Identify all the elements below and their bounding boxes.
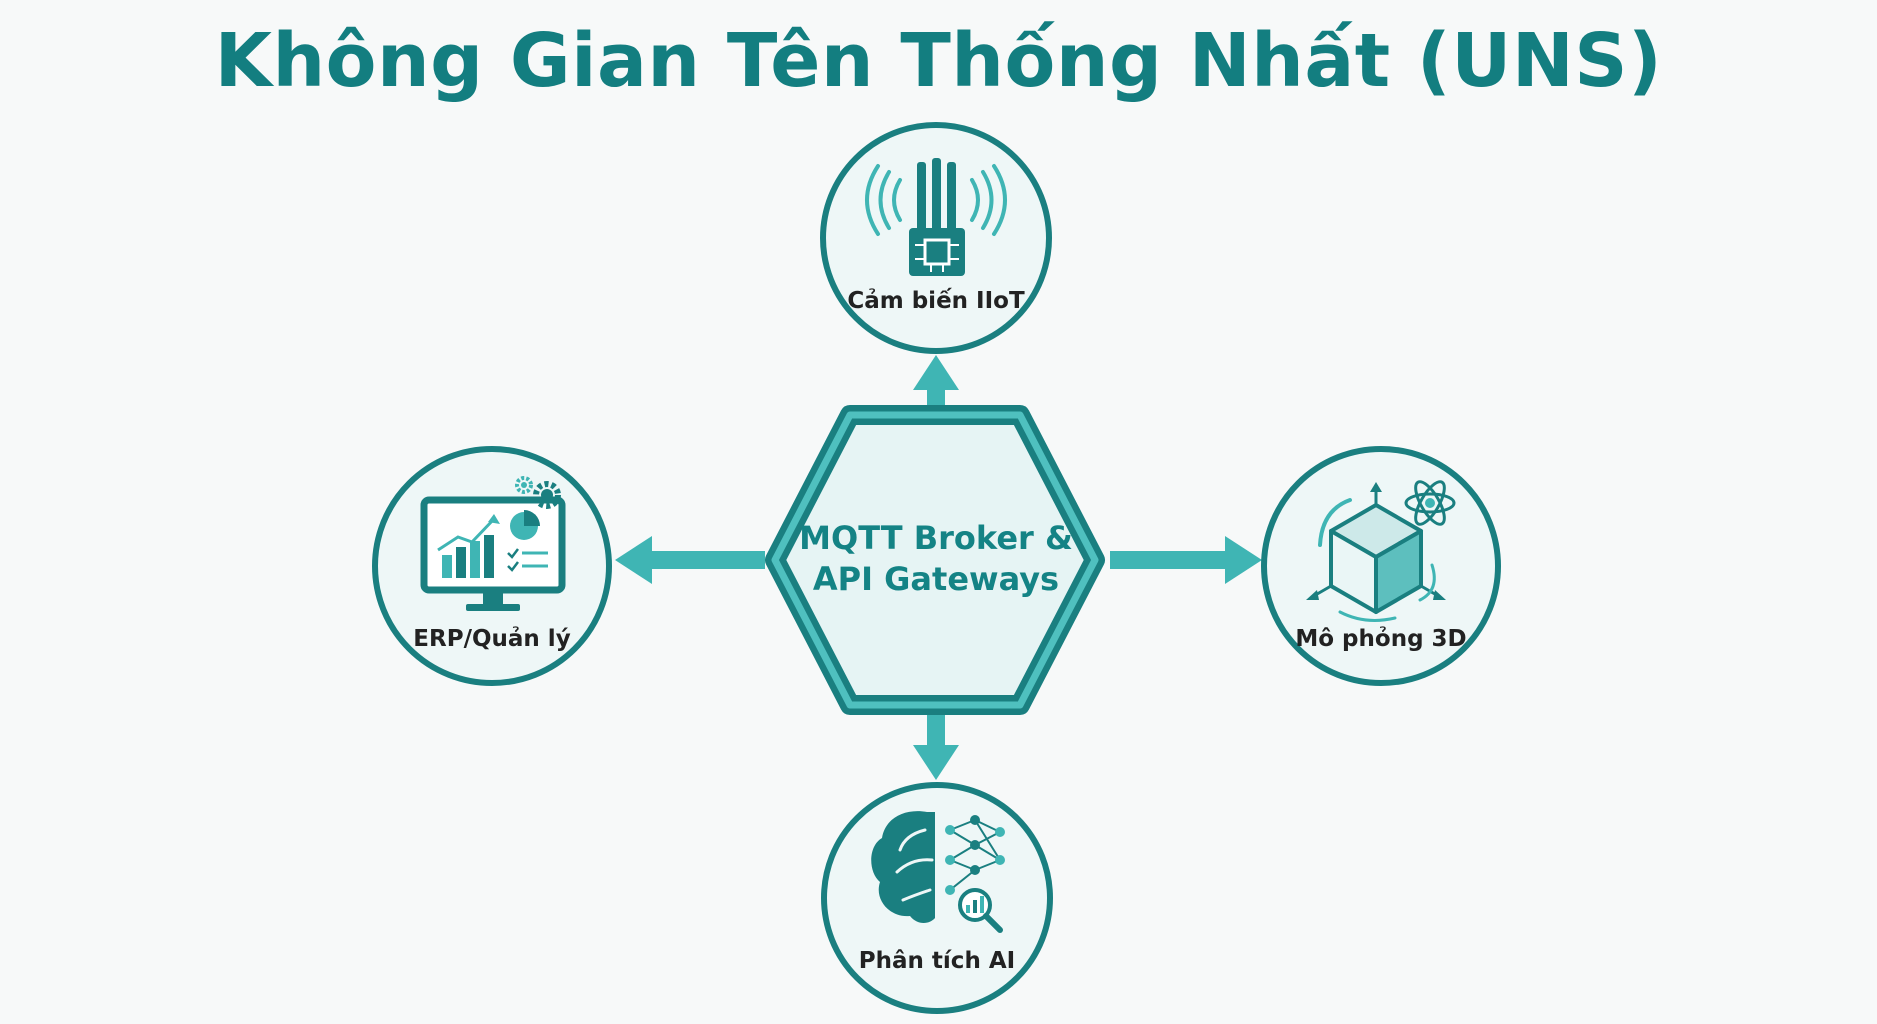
node-3d-simulation: Mô phỏng 3D <box>1261 446 1501 686</box>
arrow-to-right <box>1110 536 1262 584</box>
hub-hexagon: MQTT Broker & API Gateways <box>765 405 1105 715</box>
node-erp: ERP/Quản lý <box>372 446 612 686</box>
diagram-title: Không Gian Tên Thống Nhất (UNS) <box>214 18 1663 104</box>
erp-dashboard-icon <box>420 476 566 611</box>
node-label-erp: ERP/Quản lý <box>413 626 570 652</box>
node-label-ai: Phân tích AI <box>859 948 1015 974</box>
ai-analytics-icon <box>871 811 1005 933</box>
3d-simulation-icon <box>1306 480 1456 622</box>
arrow-to-left <box>615 536 765 584</box>
node-label-iiot: Cảm biến IIoT <box>847 287 1025 314</box>
node-iiot-sensor: Cảm biến IIoT <box>820 122 1052 354</box>
iiot-sensor-icon <box>865 158 1007 276</box>
hub-label-line1: MQTT Broker & <box>799 519 1073 557</box>
node-label-3d: Mô phỏng 3D <box>1295 626 1466 652</box>
hub-label-line2: API Gateways <box>813 560 1059 598</box>
node-ai-analytics: Phân tích AI <box>821 782 1053 1014</box>
